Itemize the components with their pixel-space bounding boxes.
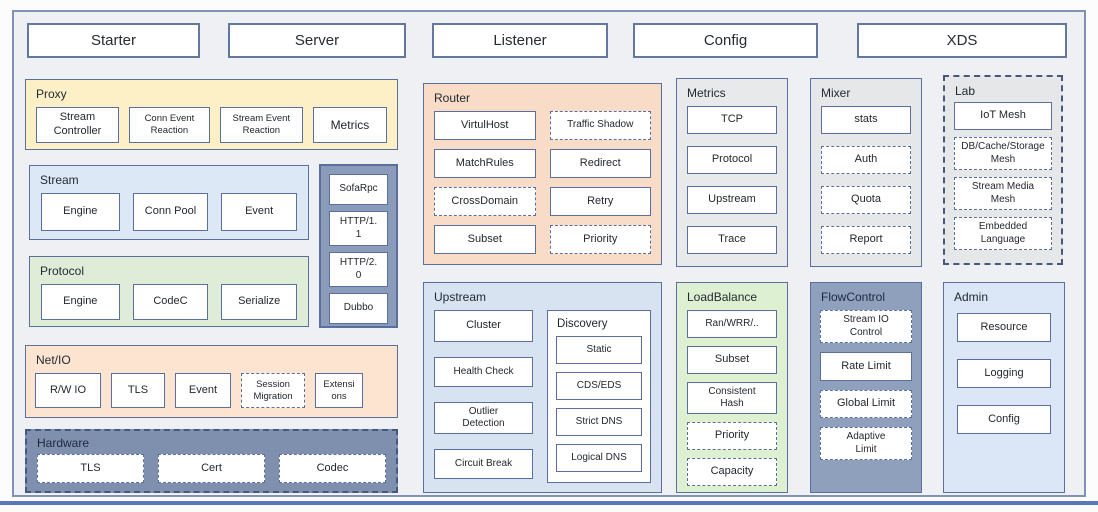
box-ran-wrr: Ran/WRR/..: [687, 310, 777, 338]
section-stream: Stream Engine Conn Pool Event: [29, 165, 309, 240]
box-stream-io-control: Stream IO Control: [820, 310, 912, 343]
section-mixer: Mixer stats Auth Quota Report: [810, 78, 922, 267]
box-sofarpc: SofaRpc: [329, 174, 388, 205]
box-traffic-shadow: Traffic Shadow: [549, 111, 651, 140]
box-stream-event: Event: [221, 193, 297, 231]
box-capacity: Capacity: [687, 458, 777, 486]
section-admin: Admin Resource Logging Config: [943, 282, 1065, 493]
section-title: Metrics: [687, 86, 726, 100]
box-conn-event-reaction: Conn Event Reaction: [128, 107, 210, 143]
box-metrics-tcp: TCP: [687, 106, 777, 134]
section-flowcontrol: FlowControl Stream IO Control Rate Limit…: [810, 282, 922, 493]
section-title: FlowControl: [821, 290, 886, 304]
box-http1: HTTP/1.1: [329, 211, 388, 246]
box-router-subset: Subset: [434, 225, 536, 254]
box-auth: Auth: [821, 146, 911, 174]
block-config: Config: [633, 23, 818, 58]
box-rw-io: R/W IO: [35, 373, 101, 408]
box-static: Static: [556, 336, 642, 364]
box-logical-dns: Logical DNS: [556, 444, 642, 472]
section-protocol-stack: SofaRpc HTTP/1.1 HTTP/2.0 Dubbo: [319, 164, 398, 328]
box-dubbo: Dubbo: [329, 293, 388, 324]
section-title: Router: [434, 91, 471, 105]
section-loadbalance: LoadBalance Ran/WRR/.. Subset Consistent…: [676, 282, 788, 493]
box-virtulhost: VirtulHost: [434, 111, 536, 140]
box-rate-limit: Rate Limit: [820, 352, 912, 381]
box-router-priority: Priority: [549, 225, 651, 254]
box-circuit-break: Circuit Break: [434, 449, 534, 479]
box-hardware-codec: Codec: [279, 454, 386, 483]
section-title: Stream: [40, 173, 79, 187]
box-protocol-engine: Engine: [41, 284, 120, 320]
section-hardware: Hardware TLS Cert Codec: [25, 429, 398, 493]
section-title: Mixer: [821, 86, 851, 100]
box-consistent-hash: Consistent Hash: [687, 382, 777, 414]
block-xds: XDS: [857, 23, 1067, 58]
box-cds-eds: CDS/EDS: [556, 372, 642, 400]
box-db-cache-storage-mesh: DB/Cache/Storage Mesh: [954, 137, 1052, 170]
block-server: Server: [228, 23, 406, 58]
box-retry: Retry: [549, 187, 651, 216]
section-title: Net/IO: [36, 353, 71, 367]
box-adaptive-limit: Adaptive Limit: [820, 427, 912, 460]
section-proxy: Proxy Stream Controller Conn Event React…: [25, 79, 398, 150]
box-netio-tls: TLS: [111, 373, 165, 408]
box-lb-subset: Subset: [687, 346, 777, 374]
box-stream-engine: Engine: [41, 193, 120, 231]
section-title: Lab: [955, 84, 976, 98]
section-protocol: Protocol Engine CodeC Serialize: [29, 256, 309, 327]
section-title: Upstream: [434, 290, 487, 304]
section-netio: Net/IO R/W IO TLS Event Session Migratio…: [25, 345, 398, 418]
section-title: Proxy: [36, 87, 67, 101]
panel-discovery: Discovery Static CDS/EDS Strict DNS Logi…: [547, 310, 651, 483]
box-proxy-metrics: Metrics: [312, 107, 388, 143]
box-matchrules: MatchRules: [434, 149, 536, 178]
section-title: LoadBalance: [687, 290, 758, 304]
box-conn-pool: Conn Pool: [132, 193, 209, 231]
box-hardware-tls: TLS: [37, 454, 144, 483]
box-extensions: Extensions: [315, 373, 363, 408]
section-metrics: Metrics TCP Protocol Upstream Trace: [676, 78, 788, 267]
box-stream-media-mesh: Stream Media Mesh: [954, 177, 1052, 210]
section-title: Admin: [954, 290, 989, 304]
box-http2: HTTP/2.0: [329, 252, 388, 287]
box-stats: stats: [821, 106, 911, 134]
box-health-check: Health Check: [434, 357, 534, 387]
section-title: Hardware: [37, 436, 90, 450]
block-starter: Starter: [27, 23, 200, 58]
section-title: Protocol: [40, 264, 85, 278]
box-report: Report: [821, 226, 911, 254]
bottom-divider-line: [0, 501, 1098, 505]
box-stream-controller: Stream Controller: [36, 107, 119, 143]
box-serialize: Serialize: [221, 284, 297, 320]
box-lb-priority: Priority: [687, 422, 777, 450]
section-router: Router VirtulHost Traffic Shadow MatchRu…: [423, 83, 662, 265]
box-codec: CodeC: [132, 284, 209, 320]
box-redirect: Redirect: [549, 149, 651, 178]
panel-title: Discovery: [557, 318, 608, 330]
box-admin-config: Config: [957, 405, 1051, 434]
box-metrics-trace: Trace: [687, 226, 777, 254]
section-upstream: Upstream Cluster Health Check Outlier De…: [423, 282, 662, 493]
box-quota: Quota: [821, 186, 911, 214]
box-netio-event: Event: [175, 373, 231, 408]
box-metrics-upstream: Upstream: [687, 186, 777, 214]
box-stream-event-reaction: Stream Event Reaction: [219, 107, 303, 143]
box-global-limit: Global Limit: [820, 390, 912, 418]
box-session-migration: Session Migration: [241, 373, 305, 408]
box-strict-dns: Strict DNS: [556, 408, 642, 436]
section-lab: Lab IoT Mesh DB/Cache/Storage Mesh Strea…: [943, 75, 1063, 265]
box-metrics-protocol: Protocol: [687, 146, 777, 174]
block-listener: Listener: [432, 23, 608, 58]
box-resource: Resource: [957, 313, 1051, 342]
box-embedded-language: Embedded Language: [954, 217, 1052, 250]
box-crossdomain: CrossDomain: [434, 187, 536, 216]
box-iot-mesh: IoT Mesh: [954, 102, 1052, 130]
box-cluster: Cluster: [434, 310, 534, 342]
box-logging: Logging: [957, 359, 1051, 388]
box-hardware-cert: Cert: [158, 454, 265, 483]
box-outlier-detection: Outlier Detection: [434, 402, 534, 434]
